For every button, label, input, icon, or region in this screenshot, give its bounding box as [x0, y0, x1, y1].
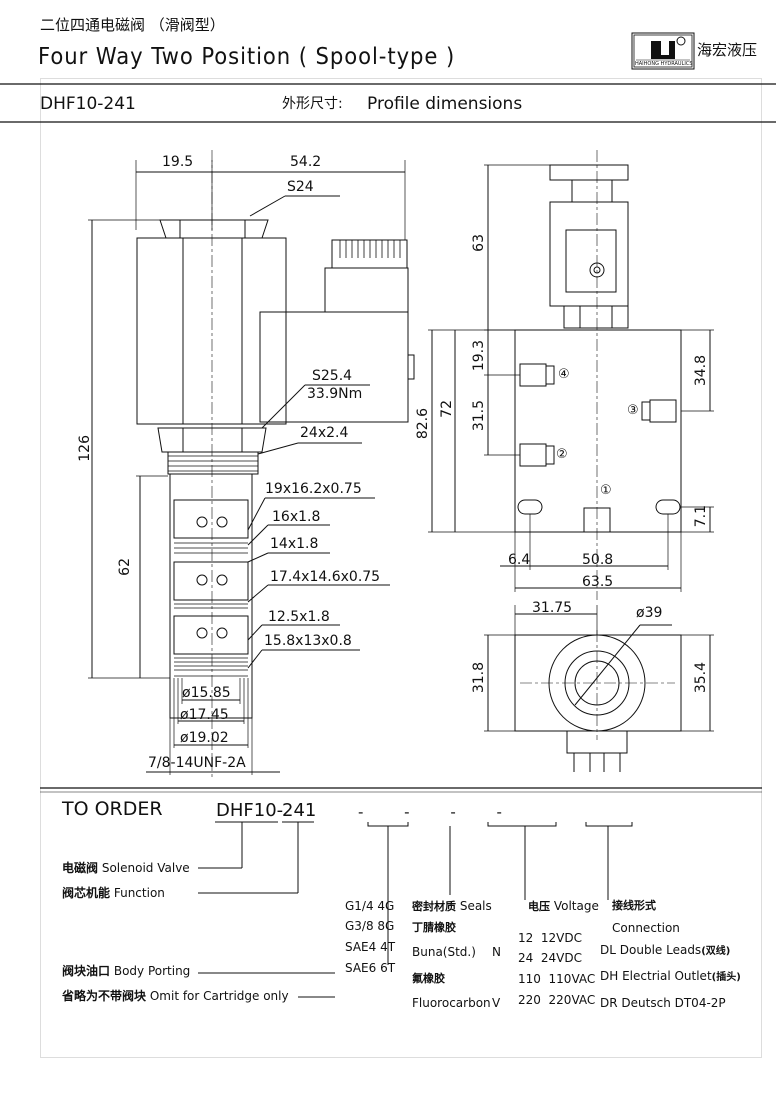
title-en: Four Way Two Position ( Spool-type )	[38, 44, 456, 70]
connection-option: DL Double Leads(双线)	[600, 943, 731, 957]
dim-label: 33.9Nm	[307, 386, 363, 402]
profile-label-en: Profile dimensions	[367, 94, 523, 114]
seal-cn: 氟橡胶	[412, 972, 445, 985]
dim-label: 7.1	[693, 505, 709, 528]
dim-label: 34.8	[693, 355, 709, 387]
dim-label: 12.5x1.8	[268, 609, 330, 625]
dim-label: ø17.45	[180, 707, 229, 723]
dim-label: 50.8	[582, 552, 614, 568]
port-label: ③	[627, 403, 639, 418]
dim-label: 24x2.4	[300, 425, 349, 441]
dim-label: 6.4	[508, 552, 531, 568]
model-number: DHF10-241	[40, 94, 136, 114]
dim-label: 54.2	[290, 154, 322, 170]
dim-label: ø39	[636, 605, 663, 621]
order-code-suffix: 241	[282, 800, 317, 821]
dim-label: ø15.85	[182, 685, 231, 701]
dim-label: 31.75	[532, 600, 573, 616]
label-solenoid: 电磁阀 Solenoid Valve	[62, 861, 190, 875]
voltage-option: 24 24VDC	[518, 951, 582, 965]
porting-option: SAE4 4T	[345, 940, 396, 954]
company-logo: HAIHONG HYDRAULICS 海宏液压	[631, 31, 761, 71]
dim-label: 16x1.8	[272, 509, 321, 525]
dim-label: 17.4x14.6x0.75	[270, 569, 381, 585]
seal-code: V	[492, 996, 501, 1010]
title-cn: 二位四通电磁阀 （滑阀型）	[40, 16, 225, 34]
label-body-porting: 阀块油口 Body Porting	[62, 964, 191, 978]
drawing-frame	[40, 78, 762, 1058]
connection-heading-en: Connection	[612, 921, 680, 935]
dim-label: 19.3	[471, 340, 487, 372]
order-dashes: - - - -	[358, 803, 520, 821]
seal-name: Fluorocarbon	[412, 996, 491, 1010]
porting-option: SAE6 6T	[345, 961, 396, 975]
seal-name: Buna(Std.)	[412, 945, 476, 959]
dim-label: S24	[287, 179, 314, 195]
voltage-option: 110 110VAC	[518, 972, 596, 986]
order-heading: TO ORDER	[62, 798, 163, 820]
voltage-heading: 电压 Voltage	[528, 899, 599, 913]
dim-label: 7/8-14UNF-2A	[148, 755, 246, 771]
dim-label: 35.4	[693, 662, 709, 694]
dim-label: ø19.02	[180, 730, 229, 746]
seals-heading: 密封材质 Seals	[412, 899, 492, 913]
order-code-prefix: DHF10-	[216, 800, 284, 821]
dim-label: 19.5	[162, 154, 194, 170]
connection-heading-cn: 接线形式	[612, 899, 656, 912]
profile-label-cn: 外形尺寸:	[282, 96, 343, 112]
connection-option: DH Electrial Outlet(插头)	[600, 969, 741, 983]
dim-label: 62	[117, 558, 133, 576]
port-label: ④	[558, 367, 570, 382]
seal-code: N	[492, 945, 501, 959]
voltage-option: 220 220VAC	[518, 993, 596, 1007]
connection-option: DR Deutsch DT04-2P	[600, 996, 726, 1010]
porting-option: G1/4 4G	[345, 899, 395, 913]
dim-label: 63.5	[582, 574, 614, 590]
dim-label: 72	[439, 400, 455, 418]
logo-cn: 海宏液压	[697, 41, 758, 59]
dim-label: 31.5	[471, 400, 487, 432]
dim-label: 31.8	[471, 662, 487, 694]
dim-label: 14x1.8	[270, 536, 319, 552]
seal-cn: 丁腈橡胶	[412, 921, 456, 934]
dim-label: 15.8x13x0.8	[264, 633, 352, 649]
logo-text: HAIHONG HYDRAULICS	[635, 61, 693, 67]
label-function: 阀芯机能 Function	[62, 886, 165, 900]
porting-option: G3/8 8G	[345, 919, 395, 933]
dim-label: S25.4	[312, 368, 353, 384]
dim-label: 63	[471, 234, 487, 252]
voltage-option: 12 12VDC	[518, 931, 582, 945]
port-label: ①	[600, 483, 612, 498]
label-omit: 省略为不带阀块 Omit for Cartridge only	[62, 989, 289, 1003]
port-label: ②	[556, 447, 568, 462]
dim-label: 19x16.2x0.75	[265, 481, 362, 497]
dim-label: 82.6	[415, 408, 431, 440]
dim-label: 126	[77, 435, 93, 462]
